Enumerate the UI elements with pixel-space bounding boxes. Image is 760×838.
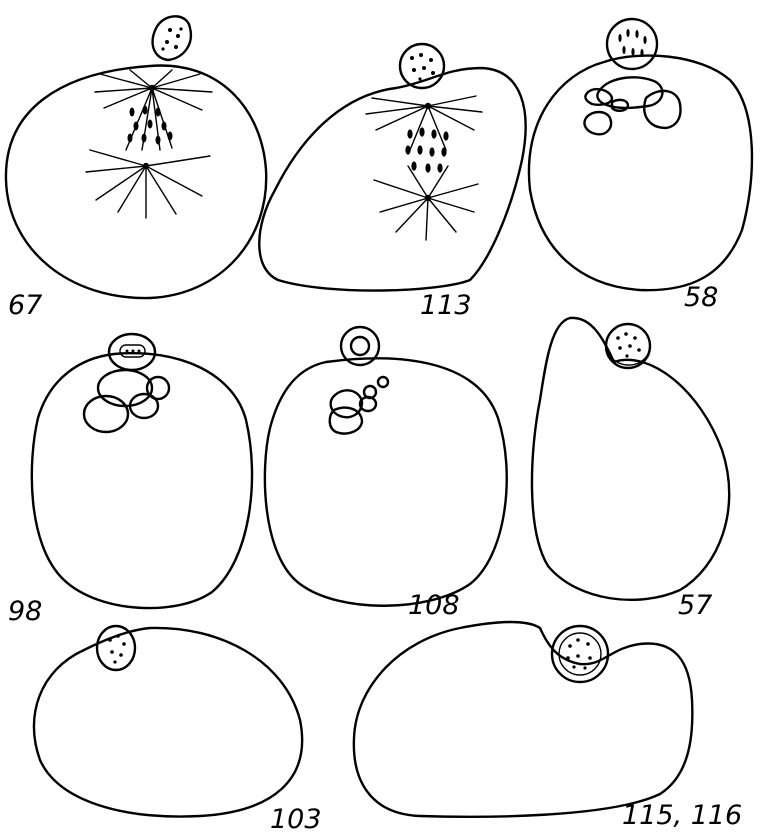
- figure-57-drawing: [532, 318, 729, 600]
- nucleoli-98: [84, 370, 169, 432]
- polar-body-108-nucleus: [351, 337, 369, 355]
- polar-body-58: [607, 19, 657, 69]
- figure-58-drawing: [529, 19, 752, 290]
- cell-57-outline: [532, 318, 729, 600]
- nucleoli-108: [330, 377, 388, 434]
- figure-label-58: 58: [684, 284, 718, 311]
- cell-108-outline: [265, 358, 507, 605]
- figure-67-drawing: [6, 16, 266, 298]
- polar-body-57: [606, 324, 650, 368]
- polar-body-67-chromosomes: [161, 27, 182, 50]
- figure-label-113: 113: [420, 292, 472, 319]
- spindle-113: [366, 96, 482, 240]
- polar-body-103-chromosomes: [108, 634, 126, 663]
- figure-label-98: 98: [8, 598, 42, 625]
- figure-103-drawing: [34, 626, 302, 817]
- polar-body-98-nucleus: [120, 345, 145, 357]
- chromosomes-67: [128, 106, 173, 145]
- figure-label-103: 103: [270, 806, 322, 833]
- polar-body-115-116: [552, 626, 608, 682]
- polar-body-57-chromosomes: [616, 332, 641, 357]
- cell-98-outline: [32, 353, 252, 608]
- polar-body-115-116-inner: [559, 633, 601, 675]
- spindle-67: [86, 70, 212, 218]
- polar-body-67: [153, 16, 191, 60]
- figure-115-116-drawing: [354, 622, 692, 817]
- figure-label-108: 108: [408, 592, 460, 619]
- cell-115-116-outline: [354, 622, 692, 817]
- chromosomes-113: [405, 127, 448, 172]
- figure-label-115-116: 115, 116: [622, 802, 742, 829]
- figure-label-57: 57: [678, 592, 712, 619]
- cell-103-outline: [34, 628, 302, 817]
- figure-108-drawing: [265, 327, 507, 606]
- polar-body-58-chromosomes: [618, 29, 646, 57]
- cell-58-outline: [529, 56, 752, 291]
- figure-label-67: 67: [8, 292, 42, 319]
- nucleoli-58: [584, 77, 680, 134]
- polar-body-103: [97, 626, 135, 670]
- figure-98-drawing: [32, 334, 252, 608]
- figure-113-drawing: [259, 44, 525, 291]
- polar-body-113-chromosomes: [410, 53, 435, 81]
